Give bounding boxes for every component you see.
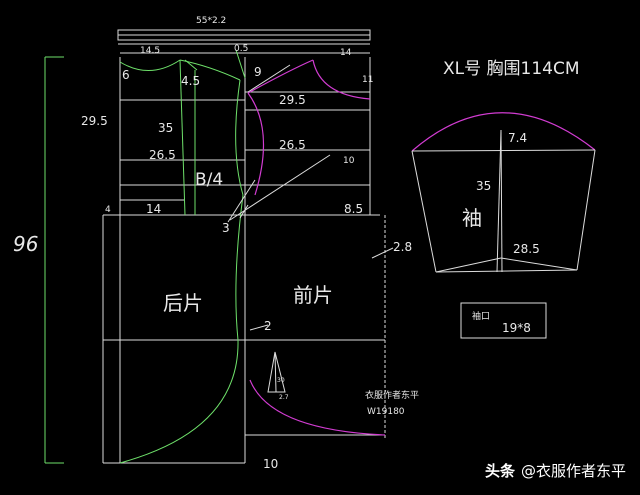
title: XL号 胸围114CM xyxy=(443,59,580,79)
dim-4-5: 4.5 xyxy=(181,74,200,88)
dim-11: 11 xyxy=(362,75,373,85)
sleeve-length-dim: 35 xyxy=(476,179,491,193)
dart-triangle xyxy=(267,351,286,393)
sleeve-outline xyxy=(411,112,596,273)
dim-2-8: 2.8 xyxy=(393,240,412,254)
dim-14-top: 14 xyxy=(340,48,352,58)
dim-3: 3 xyxy=(222,221,230,235)
dim-14-5: 14.5 xyxy=(140,46,160,56)
dart-label-30: 30 xyxy=(277,377,285,384)
front-piece-outline xyxy=(247,59,386,436)
cuff-box xyxy=(460,302,547,339)
dim-8-5: 8.5 xyxy=(344,202,363,216)
length-dimension xyxy=(44,56,64,464)
top-dimension-bar xyxy=(117,29,371,54)
watermark-brand: 头条 xyxy=(484,462,515,480)
dim-6: 6 xyxy=(122,68,130,82)
dim-35-back: 35 xyxy=(158,121,173,135)
dim-10-mid: 10 xyxy=(343,156,355,166)
author-note: 衣服作者东平 xyxy=(365,389,419,401)
dim-9: 9 xyxy=(254,65,262,79)
back-piece-label: 后片 xyxy=(163,291,203,315)
dim-0-5: 0.5 xyxy=(234,44,248,54)
pointer-lines xyxy=(227,64,394,331)
dim-14-bottom: 14 xyxy=(146,202,161,216)
dim-29-5-left: 29.5 xyxy=(81,114,108,128)
front-piece-label: 前片 xyxy=(293,283,333,307)
dim-26-5-front: 26.5 xyxy=(279,138,306,152)
dim-2: 2 xyxy=(264,319,272,333)
sleeve-bottom-dim: 28.5 xyxy=(513,242,540,256)
dim-4: 4 xyxy=(105,205,111,215)
top-dimension-label: 55*2.2 xyxy=(196,16,226,26)
b4-label: B/4 xyxy=(195,170,223,190)
sleeve-label: 袖 xyxy=(462,206,482,230)
dim-10-hem: 10 xyxy=(263,457,278,471)
cuff-label: 袖口 xyxy=(472,310,490,322)
watermark: 头条 @衣服作者东平 xyxy=(485,460,626,481)
author-code: W19180 xyxy=(367,407,405,417)
body-frame xyxy=(102,57,386,464)
dart-label-27: 2.7 xyxy=(279,394,289,401)
length-label: 96 xyxy=(13,232,38,256)
sleeve-cap-dim: 7.4 xyxy=(508,131,527,145)
watermark-handle: @衣服作者东平 xyxy=(520,462,626,480)
cuff-size: 19*8 xyxy=(502,321,531,335)
back-piece-outline xyxy=(119,49,246,464)
dim-29-5-front: 29.5 xyxy=(279,93,306,107)
dim-26-5-back: 26.5 xyxy=(149,148,176,162)
